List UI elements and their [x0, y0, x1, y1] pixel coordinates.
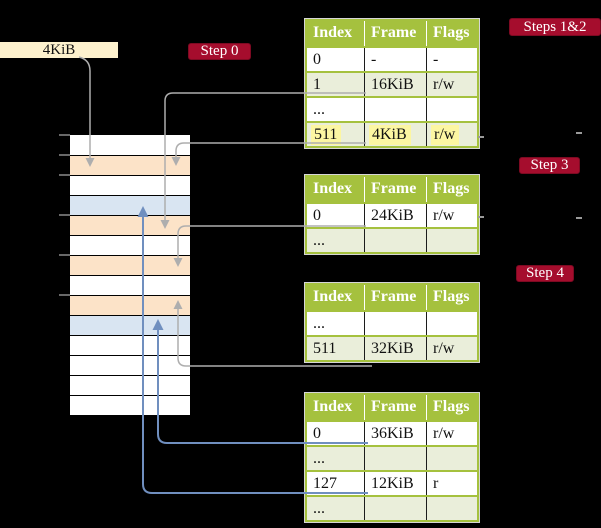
memory-frame-row-white: [70, 135, 190, 155]
table-cell: ...: [307, 312, 365, 335]
table-cell: [365, 447, 427, 470]
memory-frame-row-white: [70, 235, 190, 255]
frame-size-label: 4KiB: [0, 42, 118, 58]
page-table-entry-row: ...: [307, 445, 477, 470]
table-cell: ...: [307, 497, 365, 520]
table-cell: 127: [307, 472, 365, 495]
page-table-entry-row: 511 4KiB r/w: [307, 121, 477, 146]
column-header-flags: Flags: [433, 180, 470, 197]
table-cell: [365, 229, 427, 252]
page-table-entry-row: ...: [307, 495, 477, 520]
page-table-entry-row: ...: [307, 96, 477, 121]
column-header-flags: Flags: [433, 398, 470, 415]
column-header-flags: Flags: [433, 24, 470, 41]
table-cell: r/w: [433, 76, 455, 93]
memory-frame-row-orange: [70, 255, 190, 275]
memory-frame-row-orange: [70, 295, 190, 315]
memory-frame-row-orange: [70, 215, 190, 235]
column-header-index: Index: [307, 285, 365, 310]
table-cell: [365, 312, 427, 335]
page-table-entry-row: 0--: [307, 46, 477, 71]
table-cell: 0: [307, 204, 365, 227]
table-cell: [365, 497, 427, 520]
column-header-frame: Frame: [365, 395, 427, 420]
column-header-frame: Frame: [365, 177, 427, 202]
table-cell: r/w: [433, 425, 455, 442]
column-header-index: Index: [307, 177, 365, 202]
frame-boundary-ticks: [59, 134, 70, 296]
table-cell: 511: [307, 337, 365, 360]
table-cell: [427, 497, 477, 520]
memory-frame-row-orange: [70, 155, 190, 175]
memory-frame-row-blue: [70, 195, 190, 215]
table-cell: 4KiB: [365, 123, 427, 146]
memory-frame-row-white: [70, 275, 190, 295]
table-cell: r: [433, 475, 439, 492]
column-header-frame: Frame: [365, 285, 427, 310]
step-3-badge: Step 3: [519, 157, 580, 174]
memory-frame-row-white: [70, 355, 190, 375]
physical-memory-column: [70, 135, 190, 415]
table-cell: 1: [307, 73, 365, 96]
column-header-index: Index: [307, 395, 365, 420]
table-cell: 16KiB: [365, 73, 427, 96]
table-cell: [365, 98, 427, 121]
highlighted-value: 4KiB: [369, 125, 411, 145]
connector-stubs: [478, 132, 582, 219]
table-cell: 0: [307, 422, 365, 445]
table-cell: r/w: [433, 207, 455, 224]
table-cell: [427, 312, 477, 335]
column-header-flags: Flags: [433, 288, 470, 305]
page-table-entry-row: ...: [307, 227, 477, 252]
table-cell: [427, 229, 477, 252]
table-cell: r/w: [427, 123, 477, 146]
memory-frame-row-white: [70, 175, 190, 195]
table-cell: 32KiB: [365, 337, 427, 360]
column-header-index: Index: [307, 21, 365, 46]
table-cell: 24KiB: [365, 204, 427, 227]
memory-frame-row-white: [70, 375, 190, 395]
table-cell: r/w: [433, 340, 455, 357]
table-cell: ...: [307, 229, 365, 252]
table-cell: 36KiB: [365, 422, 427, 445]
column-header-frame: Frame: [365, 21, 427, 46]
table-cell: ...: [307, 98, 365, 121]
page-table-entry-row: ...: [307, 310, 477, 335]
table-cell: 511: [307, 123, 365, 146]
table-cell: [427, 447, 477, 470]
table-cell: 0: [307, 48, 365, 71]
table-cell: -: [365, 48, 427, 71]
memory-frame-row-white: [70, 395, 190, 415]
steps-1-2-badge: Steps 1&2: [509, 18, 601, 36]
highlighted-value: r/w: [431, 125, 460, 145]
table-cell: [427, 98, 477, 121]
table-cell: 12KiB: [365, 472, 427, 495]
highlighted-value: 511: [311, 125, 342, 145]
memory-frame-row-blue: [70, 315, 190, 335]
step-4-badge: Step 4: [516, 265, 574, 282]
table-cell: ...: [307, 447, 365, 470]
step-0-badge: Step 0: [188, 43, 251, 60]
table-cell: -: [433, 51, 439, 68]
memory-frame-row-white: [70, 335, 190, 355]
